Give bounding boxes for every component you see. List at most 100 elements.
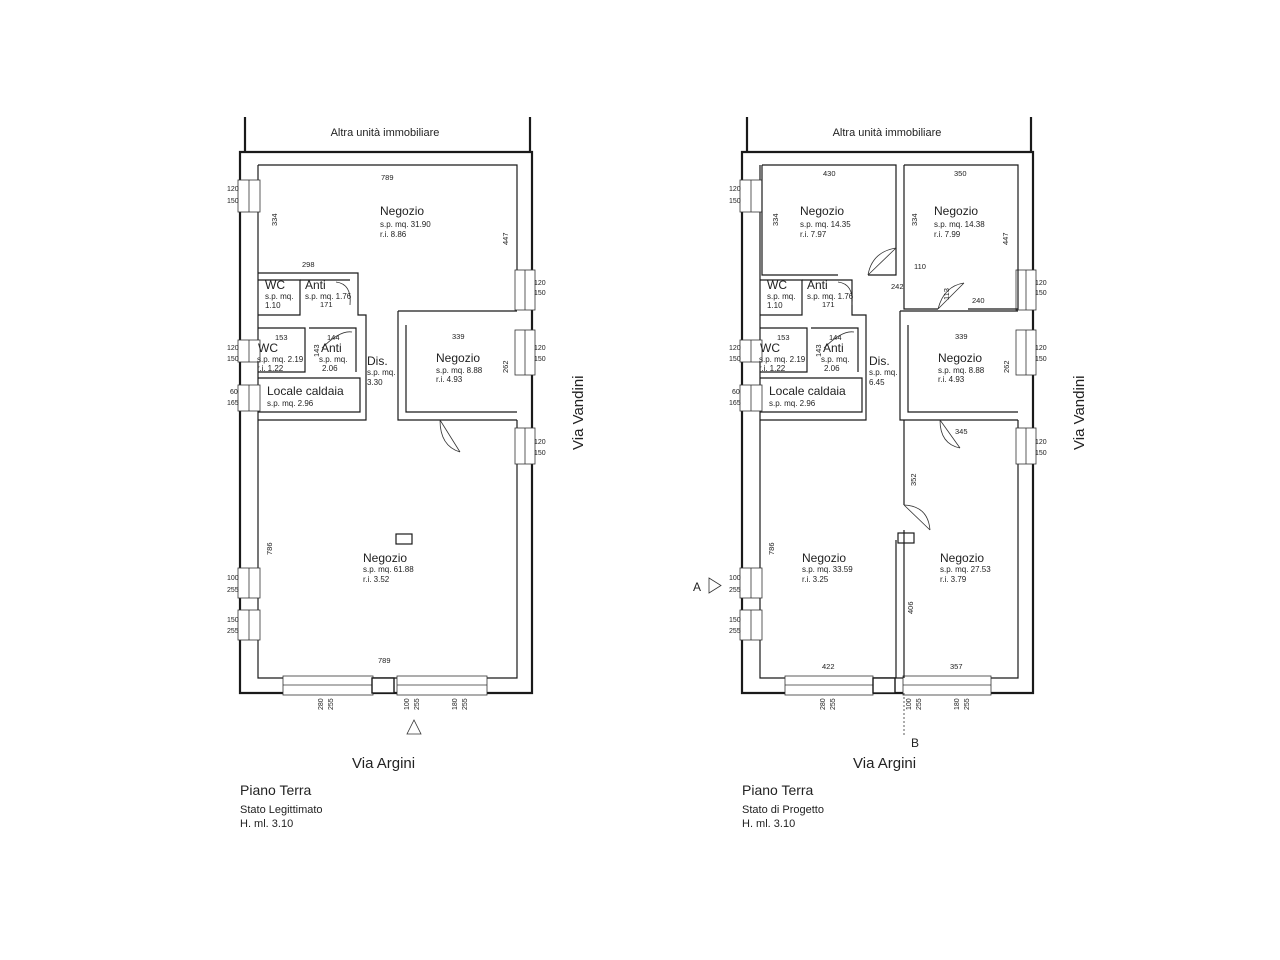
svg-text:345: 345 (955, 427, 968, 436)
svg-text:120: 120 (534, 439, 546, 446)
svg-text:s.p. mq.: s.p. mq. (869, 368, 897, 377)
svg-text:339: 339 (452, 332, 465, 341)
svg-text:298: 298 (302, 260, 315, 269)
svg-text:Negozio: Negozio (363, 551, 407, 565)
svg-text:Negozio: Negozio (940, 551, 984, 565)
svg-text:r.i. 1.22: r.i. 1.22 (759, 364, 786, 373)
svg-text:120: 120 (1035, 439, 1047, 446)
svg-text:447: 447 (1001, 232, 1010, 245)
svg-text:Anti: Anti (305, 278, 326, 292)
svg-text:255: 255 (916, 698, 923, 710)
svg-text:s.p. mq. 2.19: s.p. mq. 2.19 (759, 355, 806, 364)
svg-text:334: 334 (270, 213, 279, 226)
room-negozio-a: Negozio s.p. mq. 14.35 r.i. 7.97 (800, 204, 851, 239)
svg-text:143: 143 (312, 344, 321, 357)
svg-text:334: 334 (771, 213, 780, 226)
svg-text:A: A (693, 580, 701, 594)
street-via-argini: Via Argini (853, 755, 916, 772)
svg-text:143: 143 (814, 344, 823, 357)
room-wc-2: WC s.p. mq. 2.19 r.i. 1.22 (257, 341, 304, 373)
svg-text:110: 110 (914, 262, 926, 271)
svg-text:60: 60 (732, 389, 740, 396)
svg-text:120: 120 (1035, 280, 1047, 287)
svg-text:144: 144 (327, 333, 340, 342)
dimension-labels: 789 334 447 298 171 153 144 143 339 262 … (227, 173, 546, 710)
svg-text:255: 255 (227, 587, 239, 594)
svg-text:2.06: 2.06 (322, 364, 338, 373)
svg-text:s.p. mq. 2.96: s.p. mq. 2.96 (769, 399, 816, 408)
svg-text:144: 144 (829, 333, 842, 342)
svg-text:Locale caldaia: Locale caldaia (769, 384, 846, 398)
plan-stato-legittimato: Altra unità immobiliare (227, 117, 587, 830)
svg-text:s.p. mq. 2.19: s.p. mq. 2.19 (257, 355, 304, 364)
svg-text:280: 280 (820, 698, 827, 710)
svg-text:s.p. mq. 31.90: s.p. mq. 31.90 (380, 220, 431, 229)
svg-text:150: 150 (1035, 356, 1047, 363)
svg-text:100: 100 (404, 698, 411, 710)
svg-text:s.p. mq. 14.38: s.p. mq. 14.38 (934, 220, 985, 229)
room-wc-1: WC s.p. mq. 1.10 (265, 278, 293, 310)
other-unit-label: Altra unità immobiliare (833, 127, 942, 139)
svg-text:150: 150 (227, 617, 239, 624)
svg-text:120: 120 (1035, 345, 1047, 352)
svg-text:H. ml. 3.10: H. ml. 3.10 (240, 818, 293, 830)
room-negozio-1: Negozio s.p. mq. 31.90 r.i. 8.86 (380, 204, 431, 239)
svg-text:r.i. 7.99: r.i. 7.99 (934, 230, 961, 239)
room-anti-2: Anti s.p. mq. 2.06 (319, 341, 347, 373)
svg-text:r.i. 7.97: r.i. 7.97 (800, 230, 827, 239)
svg-text:WC: WC (767, 278, 787, 292)
svg-text:100: 100 (729, 575, 741, 582)
svg-text:153: 153 (777, 333, 790, 342)
room-wc-1: WC s.p. mq. 1.10 (767, 278, 795, 310)
svg-text:786: 786 (265, 542, 274, 555)
svg-text:Negozio: Negozio (436, 351, 480, 365)
svg-text:789: 789 (381, 173, 394, 182)
svg-text:Anti: Anti (807, 278, 828, 292)
svg-text:3.30: 3.30 (367, 378, 383, 387)
svg-text:s.p. mq. 14.35: s.p. mq. 14.35 (800, 220, 851, 229)
svg-text:60: 60 (230, 389, 238, 396)
street-via-argini: Via Argini (352, 755, 415, 772)
svg-text:r.i. 3.52: r.i. 3.52 (363, 575, 390, 584)
svg-text:447: 447 (501, 232, 510, 245)
svg-text:Anti: Anti (823, 341, 844, 355)
svg-text:242: 242 (891, 282, 904, 291)
room-negozio-2: Negozio s.p. mq. 8.88 r.i. 4.93 (436, 351, 483, 384)
section-arrow-icon (708, 577, 722, 594)
svg-text:s.p. mq. 1.76: s.p. mq. 1.76 (807, 292, 854, 301)
svg-text:150: 150 (729, 356, 741, 363)
room-anti-1: Anti s.p. mq. 1.76 (305, 278, 352, 301)
svg-text:280: 280 (318, 698, 325, 710)
svg-text:Negozio: Negozio (802, 551, 846, 565)
svg-text:406: 406 (906, 601, 915, 614)
svg-text:150: 150 (227, 198, 239, 205)
svg-text:r.i. 1.22: r.i. 1.22 (257, 364, 284, 373)
svg-text:255: 255 (830, 698, 837, 710)
room-dis: Dis. s.p. mq. 6.45 (869, 354, 897, 387)
svg-text:100: 100 (906, 698, 913, 710)
svg-text:1.10: 1.10 (265, 301, 281, 310)
svg-text:240: 240 (972, 296, 985, 305)
street-via-vandini: Via Vandini (1071, 375, 1088, 450)
svg-text:255: 255 (729, 587, 741, 594)
svg-text:165: 165 (227, 400, 239, 407)
room-negozio-c: Negozio s.p. mq. 8.88 r.i. 4.93 (938, 351, 985, 384)
room-negozio-b: Negozio s.p. mq. 14.38 r.i. 7.99 (934, 204, 985, 239)
svg-text:255: 255 (964, 698, 971, 710)
room-locale-caldaia: Locale caldaia s.p. mq. 2.96 (267, 384, 344, 408)
svg-text:150: 150 (729, 617, 741, 624)
svg-text:s.p. mq. 8.88: s.p. mq. 8.88 (436, 366, 483, 375)
svg-text:153: 153 (275, 333, 288, 342)
other-unit-label: Altra unità immobiliare (331, 127, 440, 139)
room-dis: Dis. s.p. mq. 3.30 (367, 354, 395, 387)
svg-text:Negozio: Negozio (938, 351, 982, 365)
svg-text:150: 150 (534, 356, 546, 363)
section-marker-b: B (911, 736, 919, 750)
room-negozio-3: Negozio s.p. mq. 61.88 r.i. 3.52 (363, 551, 414, 584)
svg-text:r.i. 8.86: r.i. 8.86 (380, 230, 407, 239)
svg-text:r.i. 3.25: r.i. 3.25 (802, 575, 829, 584)
svg-text:120: 120 (227, 345, 239, 352)
svg-text:WC: WC (760, 341, 780, 355)
svg-text:150: 150 (227, 356, 239, 363)
svg-text:s.p. mq. 8.88: s.p. mq. 8.88 (938, 366, 985, 375)
